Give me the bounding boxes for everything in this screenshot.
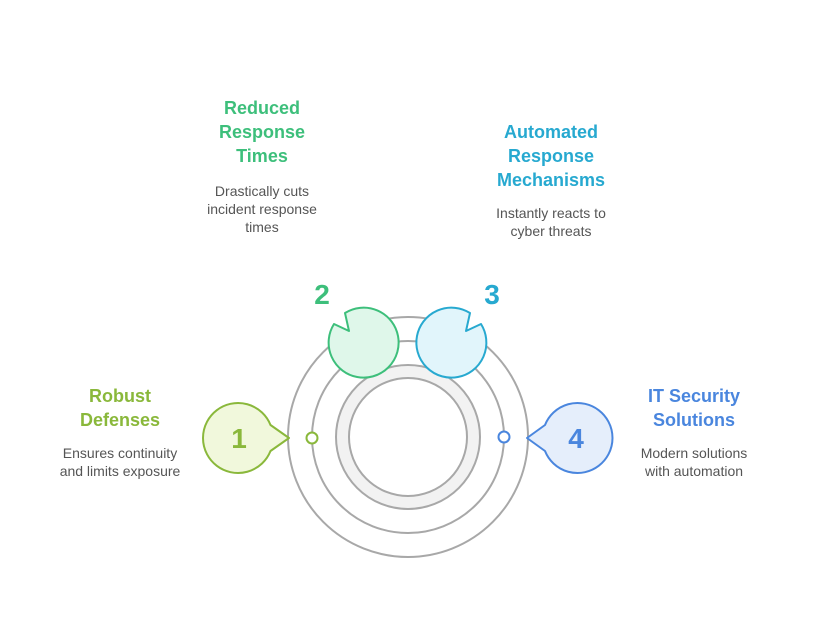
badge-number-1: 1 [231,423,247,454]
badge-2: 2 [314,279,400,379]
marker-dot-4 [497,430,511,444]
item-description-3: Instantly reacts to cyber threats [496,205,606,239]
item-description-2: Drastically cuts incident response times [207,183,317,235]
item-title-3: Automated Response Mechanisms [496,122,606,190]
item-title-2: Reduced Response Times [218,98,306,166]
badge-4: 4 [526,402,614,474]
badge-1: 1 [202,402,290,474]
badge-number-3: 3 [484,279,500,310]
badge-number-2: 2 [314,279,330,310]
item-title-1: Robust Defenses [79,386,161,430]
marker-dot-1 [305,431,319,445]
badge-3: 3 [415,279,500,379]
core-circle [348,377,468,497]
badge-number-4: 4 [568,423,584,454]
item-description-4: Modern solutions with automation [640,445,748,479]
item-description-1: Ensures continuity and limits exposure [59,445,181,479]
item-title-4: IT Security Solutions [647,386,741,430]
